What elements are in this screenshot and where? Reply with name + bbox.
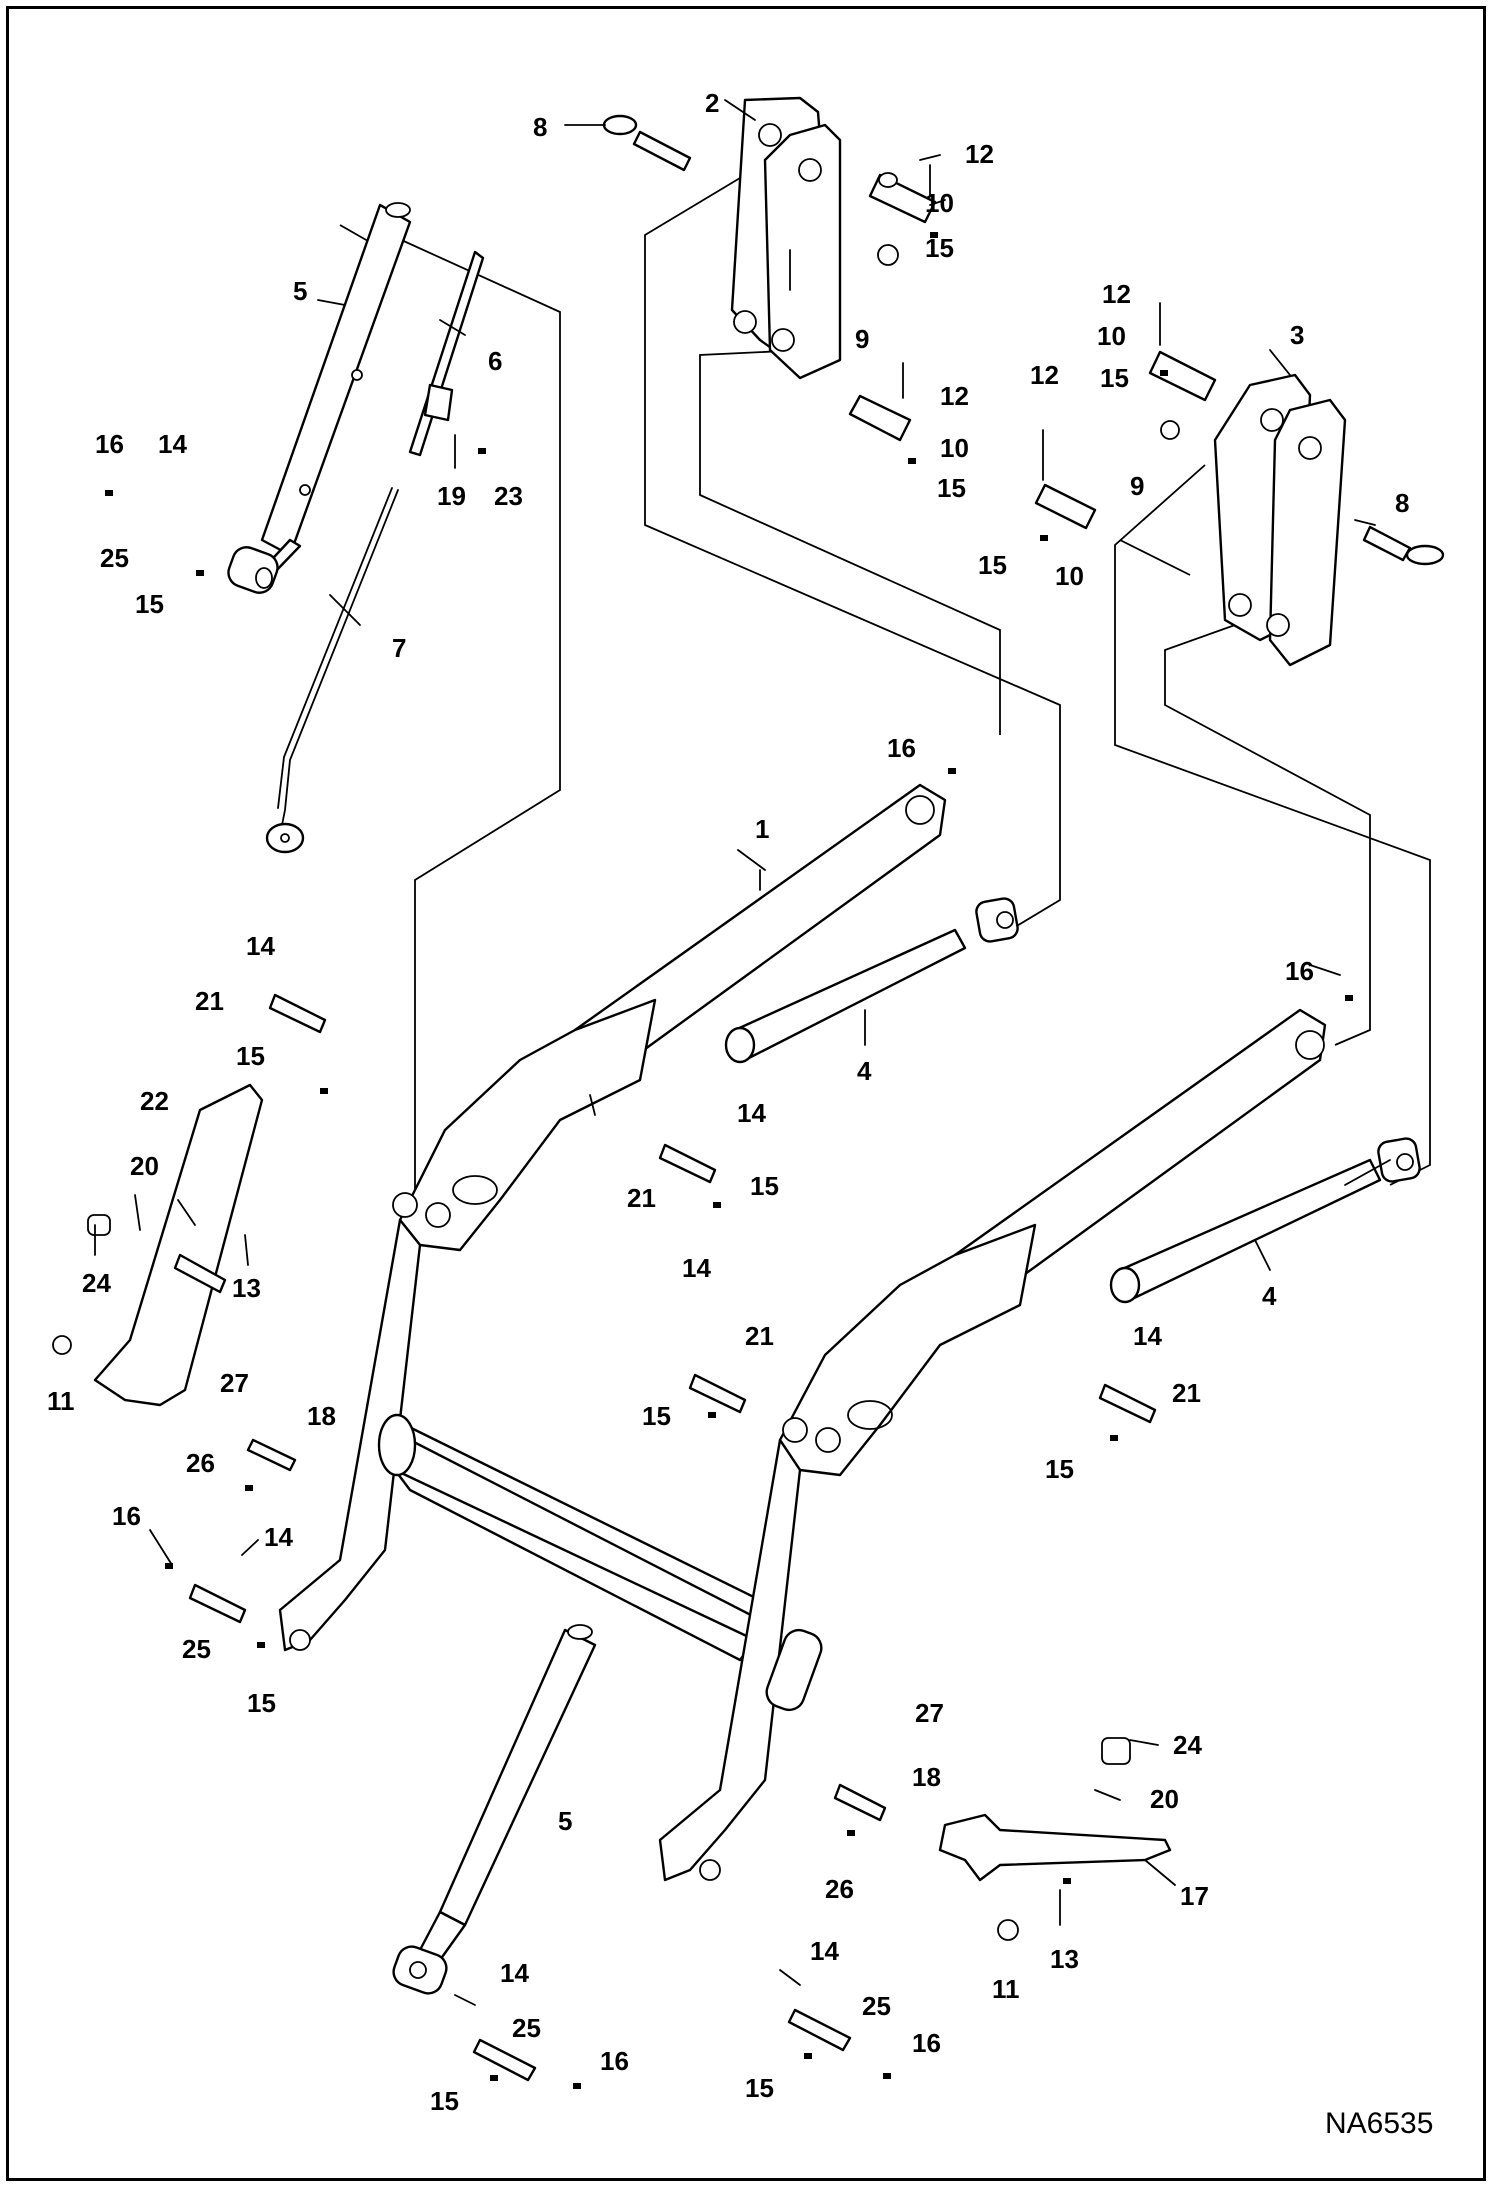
callout-14: 14 (810, 1936, 839, 1966)
callout-15: 15 (135, 589, 164, 619)
callout-25: 25 (182, 1634, 211, 1664)
callout-14: 14 (158, 429, 187, 459)
callout-14: 14 (246, 931, 275, 961)
callout-5: 5 (558, 1806, 572, 1836)
step-bracket-left (52, 1083, 264, 1407)
callout-16: 16 (95, 429, 124, 459)
leader-lines (94, 99, 1391, 2006)
callout-21: 21 (627, 1183, 656, 1213)
callout-26: 26 (825, 1874, 854, 1904)
callout-15: 15 (247, 1688, 276, 1718)
callout-14: 14 (737, 1098, 766, 1128)
callout-20: 20 (130, 1151, 159, 1181)
callout-14: 14 (682, 1253, 711, 1283)
callout-14: 14 (500, 1958, 529, 1988)
callout-21: 21 (745, 1321, 774, 1351)
callout-15: 15 (1045, 1454, 1074, 1484)
callout-14: 14 (1133, 1321, 1162, 1351)
callout-15: 15 (430, 2086, 459, 2116)
upper-pins (602, 114, 1445, 566)
callout-7: 7 (392, 633, 406, 663)
callout-16: 16 (112, 1501, 141, 1531)
callout-13: 13 (232, 1273, 261, 1303)
callout-11: 11 (47, 1386, 75, 1416)
callout-15: 15 (937, 473, 966, 503)
loader-arm-left (278, 783, 947, 1652)
loader-arm-right (658, 1008, 1327, 1882)
callout-15: 15 (642, 1401, 671, 1431)
callout-23: 23 (494, 481, 523, 511)
callout-13: 13 (1050, 1944, 1079, 1974)
callout-27: 27 (915, 1698, 944, 1728)
callout-14: 14 (264, 1522, 293, 1552)
callout-25: 25 (100, 543, 129, 573)
mounting-bracket-right (1213, 373, 1347, 667)
callout-9: 9 (855, 324, 869, 354)
callout-8: 8 (1395, 488, 1409, 518)
lift-cylinder-lower (392, 1624, 597, 1995)
callout-12: 12 (1102, 279, 1131, 309)
callout-2: 2 (705, 88, 719, 118)
callout-24: 24 (1173, 1730, 1202, 1760)
callout-26: 26 (186, 1448, 215, 1478)
callout-10: 10 (1055, 561, 1084, 591)
callout-17: 17 (1180, 1881, 1209, 1911)
callout-11: 11 (992, 1974, 1020, 2004)
callout-6: 6 (488, 346, 502, 376)
callout-21: 21 (195, 986, 224, 1016)
callout-19: 19 (437, 481, 466, 511)
callout-27: 27 (220, 1368, 249, 1398)
callout-15: 15 (236, 1041, 265, 1071)
callout-24: 24 (82, 1268, 111, 1298)
callout-22: 22 (140, 1086, 169, 1116)
callout-4: 4 (857, 1056, 872, 1086)
callout-25: 25 (862, 1991, 891, 2021)
callout-16: 16 (912, 2028, 941, 2058)
callout-16: 16 (1285, 956, 1314, 986)
callout-12: 12 (1030, 360, 1059, 390)
callout-16: 16 (600, 2046, 629, 2076)
callout-12: 12 (940, 381, 969, 411)
callout-10: 10 (925, 188, 954, 218)
tilt-cylinders (724, 897, 1421, 1304)
hardware-dots (105, 232, 1353, 2089)
callout-18: 18 (912, 1762, 941, 1792)
callout-10: 10 (940, 433, 969, 463)
callout-5: 5 (293, 276, 307, 306)
callout-15: 15 (745, 2073, 774, 2103)
mounting-bracket-upper (730, 96, 842, 380)
callout-15: 15 (925, 233, 954, 263)
step-bracket-right (938, 1737, 1172, 1941)
callout-15: 15 (750, 1171, 779, 1201)
small-pins (173, 993, 1157, 2082)
callouts: 1 2 3 4 4 5 5 6 7 8 8 9 9 10 10 10 10 11… (47, 88, 1409, 2116)
callout-15: 15 (978, 550, 1007, 580)
callout-21: 21 (1172, 1378, 1201, 1408)
callout-12: 12 (965, 139, 994, 169)
callout-15: 15 (1100, 363, 1129, 393)
cross-tube (377, 1413, 782, 1662)
callout-16: 16 (887, 733, 916, 763)
callout-10: 10 (1097, 321, 1126, 351)
callout-1: 1 (755, 814, 769, 844)
callout-20: 20 (1150, 1784, 1179, 1814)
callout-3: 3 (1290, 320, 1304, 350)
callout-25: 25 (512, 2013, 541, 2043)
callout-4: 4 (1262, 1281, 1277, 1311)
lift-cylinder-upper-left (227, 202, 485, 854)
callout-9: 9 (1130, 471, 1144, 501)
callout-8: 8 (533, 112, 547, 142)
figure-code: NA6535 (1325, 2107, 1433, 2140)
callout-18: 18 (307, 1401, 336, 1431)
